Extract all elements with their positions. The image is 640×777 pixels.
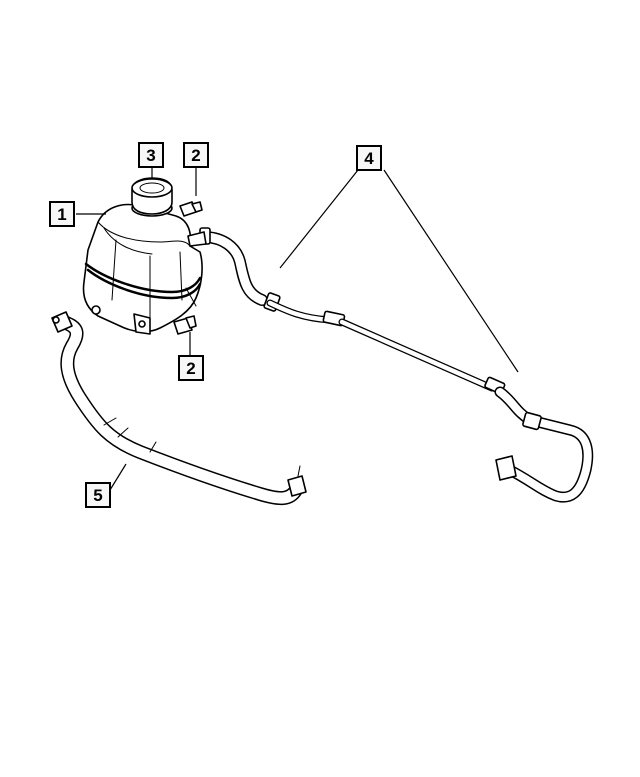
callout-2-upper: 2: [183, 142, 209, 168]
hose-fitting-icon: [495, 455, 517, 481]
callout-label: 3: [146, 146, 155, 165]
callout-3: 3: [138, 142, 164, 168]
callout-label: 1: [57, 205, 66, 224]
callout-label: 4: [364, 149, 374, 168]
hose-clamp-icon: [287, 475, 307, 497]
callout-2-lower: 2: [178, 355, 204, 381]
overflow-hose: [199, 227, 594, 503]
callout-1: 1: [49, 201, 75, 227]
mounting-bolt-lower: [173, 315, 197, 335]
callout-4: 4: [356, 145, 382, 171]
callout-label: 2: [191, 146, 200, 165]
coolant-reservoir: [82, 199, 207, 335]
callout-label: 5: [93, 486, 102, 505]
leader-lines: [76, 168, 519, 491]
callout-label: 2: [186, 359, 195, 378]
mounting-bolt-upper: [179, 201, 203, 217]
supply-hose: [51, 311, 307, 506]
reservoir-cap: [131, 177, 173, 215]
callout-5: 5: [85, 482, 111, 508]
hose-clamp-icon: [522, 411, 542, 431]
